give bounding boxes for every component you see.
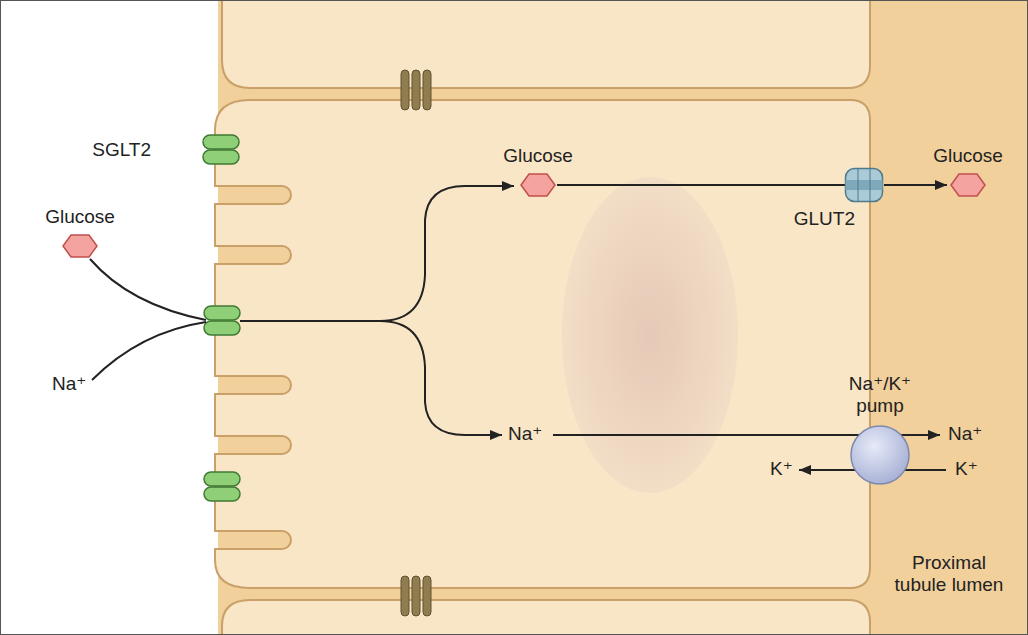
ion-label: Na⁺ — [52, 373, 86, 395]
glucose-molecule — [62, 234, 98, 258]
glucose-node: Glucose — [520, 173, 556, 197]
node-label: Glucose — [933, 145, 1003, 167]
proximal-tubule-cell — [215, 100, 870, 588]
ion-label: Na⁺ — [508, 423, 542, 445]
nucleus — [562, 177, 738, 493]
transporter-symbol — [845, 168, 883, 202]
flux-arrow — [90, 186, 946, 470]
sglt2-transporter — [204, 472, 240, 501]
flux-connector — [557, 184, 845, 186]
node-label: Na⁺/K⁺ pump — [838, 373, 922, 417]
glucose-molecule — [520, 173, 556, 197]
ion-label: K⁺ — [770, 458, 793, 480]
node-label: GLUT2 — [794, 208, 855, 230]
neighbour-cell — [222, 600, 870, 635]
ion-label: K⁺ — [955, 458, 978, 480]
region-label: Proximal tubule lumen — [888, 552, 1010, 596]
tight-junction — [401, 70, 431, 110]
neighbour-cell — [222, 0, 870, 88]
glucose-node: Glucose — [950, 173, 986, 197]
sglt2-transporter: SGLT2 — [203, 135, 239, 165]
ion-label: Na⁺ — [948, 423, 982, 445]
glucose-node: Glucose — [62, 234, 98, 258]
glucose-molecule — [950, 173, 986, 197]
node-label: Glucose — [503, 145, 573, 167]
na-k-pump: Na⁺/K⁺ pump — [850, 425, 910, 485]
node-label: Glucose — [45, 206, 115, 228]
sglt2-transporter — [204, 306, 240, 335]
node-label: SGLT2 — [92, 139, 151, 161]
transporter-symbol — [203, 135, 239, 165]
pump-symbol — [850, 425, 910, 485]
glut2-transporter: GLUT2 — [845, 168, 883, 202]
flux-connector — [884, 184, 947, 186]
tight-junction — [401, 576, 431, 616]
